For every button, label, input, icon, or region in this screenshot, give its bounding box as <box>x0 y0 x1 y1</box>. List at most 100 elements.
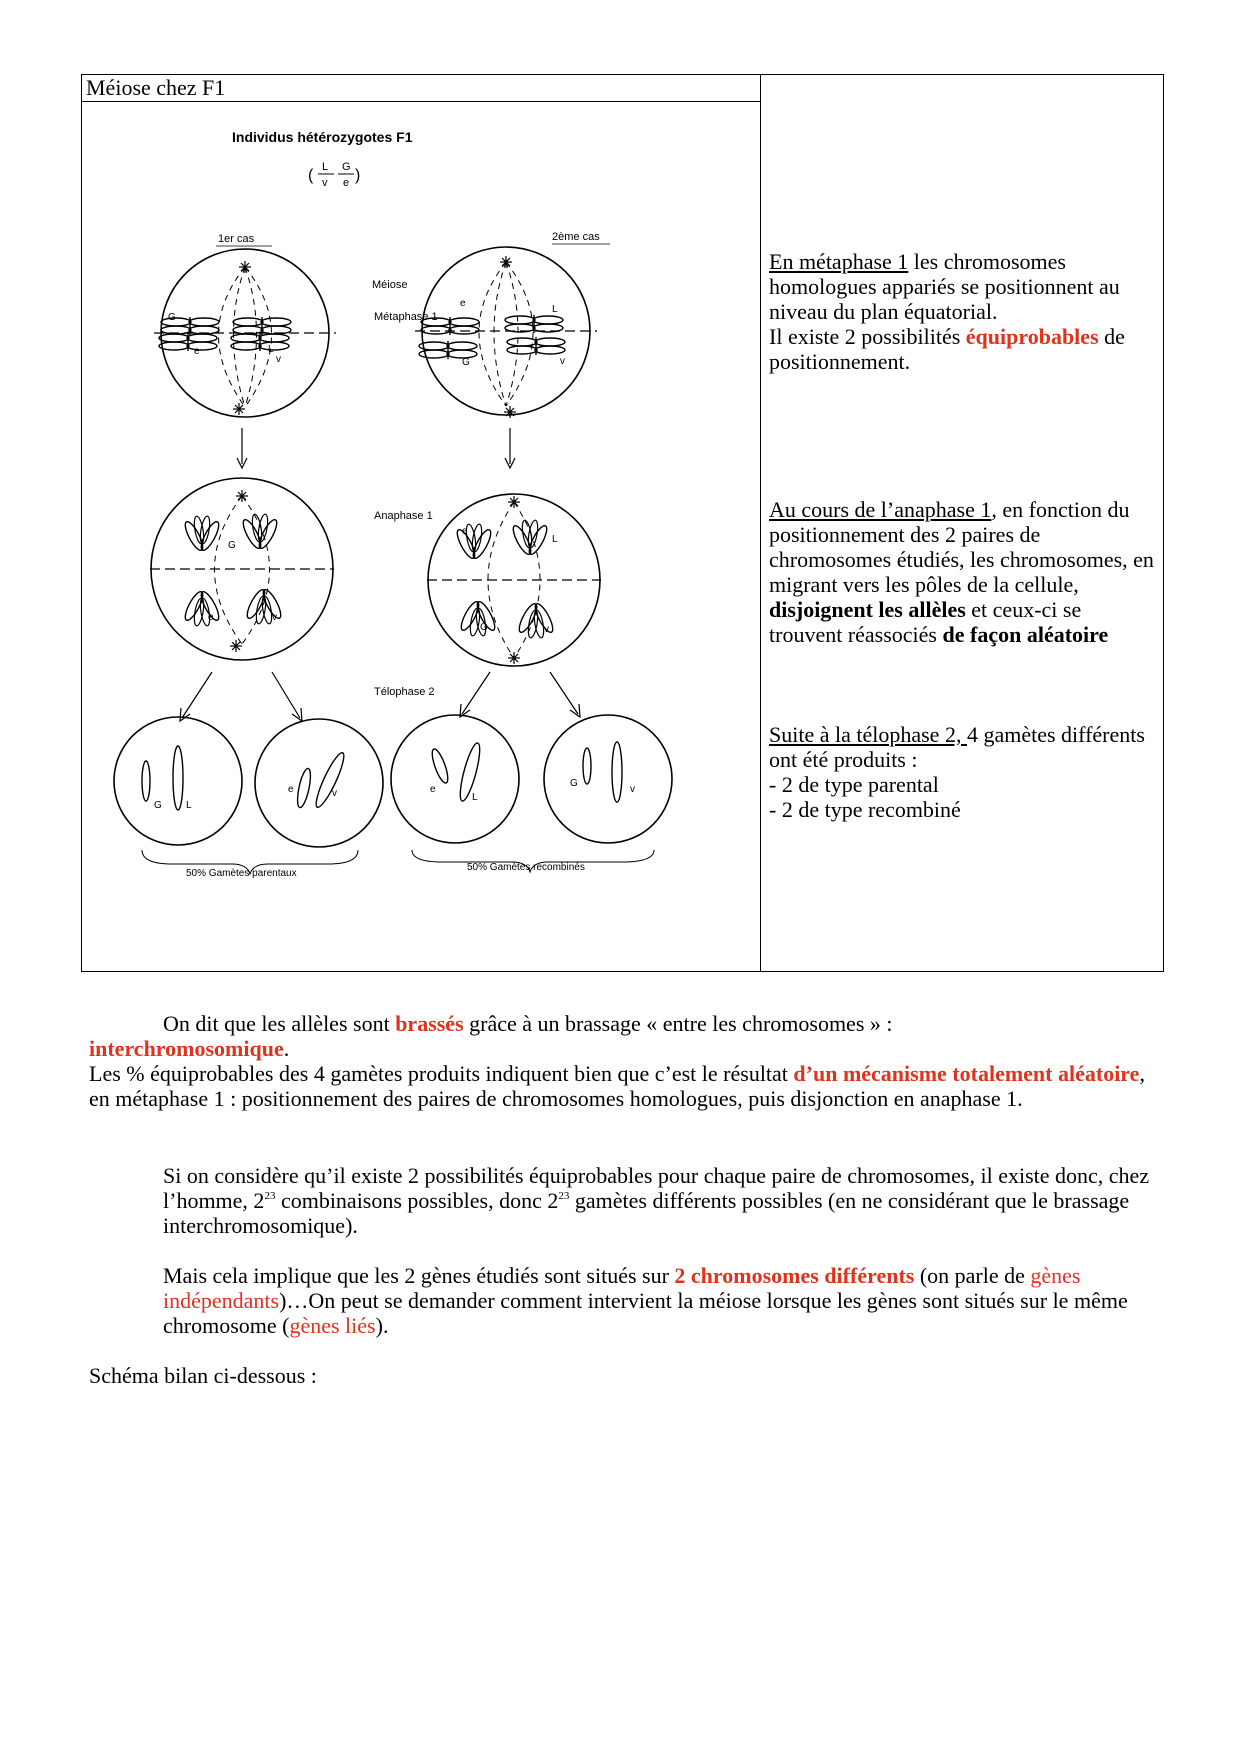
meiose-label: Méiose <box>372 279 407 291</box>
chromosomes-differents-highlight: 2 chromosomes différents <box>674 1263 915 1288</box>
para3-text-2: combinaisons possibles, donc 2 <box>275 1188 559 1213</box>
metaphase-cell-case2: e G L v <box>415 246 597 419</box>
gamete-cell-4: G v <box>543 714 673 844</box>
case1-label: 1er cas <box>218 233 255 245</box>
case2-label: 2ème cas <box>552 231 600 243</box>
telophase-paragraph: Suite à la télophase 2, 4 gamètes différ… <box>769 722 1157 822</box>
para2-text: Les % équiprobables des 4 gamètes produi… <box>89 1061 794 1086</box>
paragraph-schema: Schéma bilan ci-dessous : <box>89 1363 1159 1388</box>
explanation-cell: En métaphase 1 les chromosomes homologue… <box>760 74 1164 972</box>
gamete-cell-1: G L <box>113 716 243 846</box>
allele-v: v <box>630 784 635 795</box>
meiose-table: Méiose chez F1 En métaphase 1 les chromo… <box>81 74 1164 972</box>
schema-caption: Schéma bilan ci-dessous : <box>89 1363 317 1388</box>
para2-text-2: , en métaphase 1 : positionnement des pa… <box>89 1061 1145 1111</box>
arrow-meta-ana-2 <box>504 428 516 470</box>
aleatoire-highlight: d’un mécanisme totalement aléatoire <box>793 1061 1140 1086</box>
para1-text-2: grâce à un brassage « entre les chromoso… <box>463 1011 893 1036</box>
para4-text-3: )…On peut se demander comment intervient… <box>163 1288 1128 1338</box>
allele-G: G <box>154 800 162 811</box>
brasses-highlight: brassés <box>395 1011 464 1036</box>
exponent-2: 23 <box>558 1190 570 1202</box>
allele-v: v <box>544 624 549 635</box>
genotype-formula: ( L v G e ) <box>308 161 360 189</box>
metaphase-text: les chromosomes homologues appariés se p… <box>769 249 1120 324</box>
allele-v: v <box>272 612 277 623</box>
possibilities-end: de positionnement. <box>769 324 1125 374</box>
paragraph-combinations: Si on considère qu’il existe 2 possibili… <box>89 1163 1159 1238</box>
para1-text: On dit que les allèles sont <box>163 1011 396 1036</box>
allele-e: e <box>194 346 200 357</box>
allele-G: G <box>168 312 176 323</box>
genotype-L: L <box>322 161 328 173</box>
genotype-G: G <box>342 161 351 173</box>
metaphase-label: En métaphase 1 <box>769 249 909 274</box>
recombined-brace <box>411 849 655 874</box>
svg-text:(: ( <box>308 167 314 184</box>
para3-text-3: gamètes différents possibles (en ne cons… <box>163 1188 1130 1238</box>
allele-v: v <box>276 354 281 365</box>
telophase-text: 4 gamètes différents ont été produits : <box>769 722 1145 772</box>
genes-independants-highlight: gènes indépendants <box>163 1263 1081 1313</box>
anaphase-cell-case2: e L G v <box>427 493 601 667</box>
genes-lies-highlight: gènes liés <box>289 1313 376 1338</box>
allele-G: G <box>480 622 488 633</box>
metaphase-paragraph: En métaphase 1 les chromosomes homologue… <box>769 249 1157 324</box>
random-highlight: de façon aléatoire <box>942 622 1109 647</box>
para4-end: ). <box>375 1313 389 1338</box>
para1-end: . <box>283 1036 290 1061</box>
equiprobables-highlight: équiprobables <box>965 324 1099 349</box>
disjoin-highlight: disjoignent les allèles <box>769 597 966 622</box>
arrow-meta-ana-1 <box>236 428 248 470</box>
anaphase-text: , en fonction du positionnement des 2 pa… <box>769 497 1154 597</box>
gamete-cell-3: e L <box>390 714 520 844</box>
table-header: Méiose chez F1 <box>86 75 226 100</box>
possibilities-text: Il existe 2 possibilités <box>769 324 966 349</box>
metaphase-cell-case1: G e L v <box>154 248 336 418</box>
telophase-diagram-label: Télophase 2 <box>374 686 435 698</box>
metaphase-diagram-label: Métaphase 1 <box>374 311 438 323</box>
allele-L: L <box>552 534 558 545</box>
allele-G: G <box>228 540 236 551</box>
allele-e: e <box>462 526 468 537</box>
possibilities-paragraph: Il existe 2 possibilités équiprobables d… <box>769 324 1157 374</box>
svg-text:): ) <box>355 167 360 184</box>
anaphase-diagram-label: Anaphase 1 <box>374 510 433 522</box>
figure-cell: Individus hétérozygotes F1 ( L v G e ) 1… <box>81 101 761 972</box>
allele-v: v <box>332 788 337 799</box>
figure-title: Individus hétérozygotes F1 <box>232 129 413 145</box>
allele-e: e <box>288 784 294 795</box>
gamete-cell-2: e v <box>254 718 384 848</box>
allele-v: v <box>560 356 565 367</box>
para4-text: Mais cela implique que les 2 gènes étudi… <box>163 1263 675 1288</box>
allele-G: G <box>462 357 470 368</box>
telophase-label: Suite à la télophase 2, <box>769 722 967 747</box>
paragraph-genes: Mais cela implique que les 2 gènes étudi… <box>89 1263 1159 1338</box>
genotype-e: e <box>343 177 349 189</box>
para3-text: Si on considère qu’il existe 2 possibili… <box>163 1163 1150 1213</box>
exponent-1: 23 <box>264 1190 276 1202</box>
allele-L: L <box>552 304 558 315</box>
allele-L: L <box>186 800 192 811</box>
meiosis-diagram: Individus hétérozygotes F1 ( L v G e ) 1… <box>113 129 673 879</box>
paragraph-brassage: On dit que les allèles sont brassés grâc… <box>89 1011 1159 1111</box>
recombined-item: - 2 de type recombiné <box>769 797 961 822</box>
parental-brace <box>141 849 359 876</box>
genotype-v: v <box>322 177 328 189</box>
table-header-cell: Méiose chez F1 <box>81 74 761 102</box>
allele-e: e <box>208 612 214 623</box>
gametes-parental-label: 50% Gamètes parentaux <box>186 868 297 879</box>
interchromosomique-highlight: interchromosomique <box>89 1036 284 1061</box>
anaphase-text-2: et ceux-ci se trouvent réassociés <box>769 597 1082 647</box>
anaphase-cell-case1: G e v <box>150 477 334 661</box>
allele-e: e <box>430 784 436 795</box>
allele-L: L <box>472 792 478 803</box>
telophase-arrows <box>179 671 581 723</box>
allele-e: e <box>460 298 466 309</box>
parental-item: - 2 de type parental <box>769 772 939 797</box>
allele-G: G <box>570 778 578 789</box>
allele-L: L <box>268 344 274 355</box>
gametes-recombined-label: 50% Gamètes recombinés <box>467 862 585 873</box>
anaphase-label: Au cours de l’anaphase 1 <box>769 497 992 522</box>
